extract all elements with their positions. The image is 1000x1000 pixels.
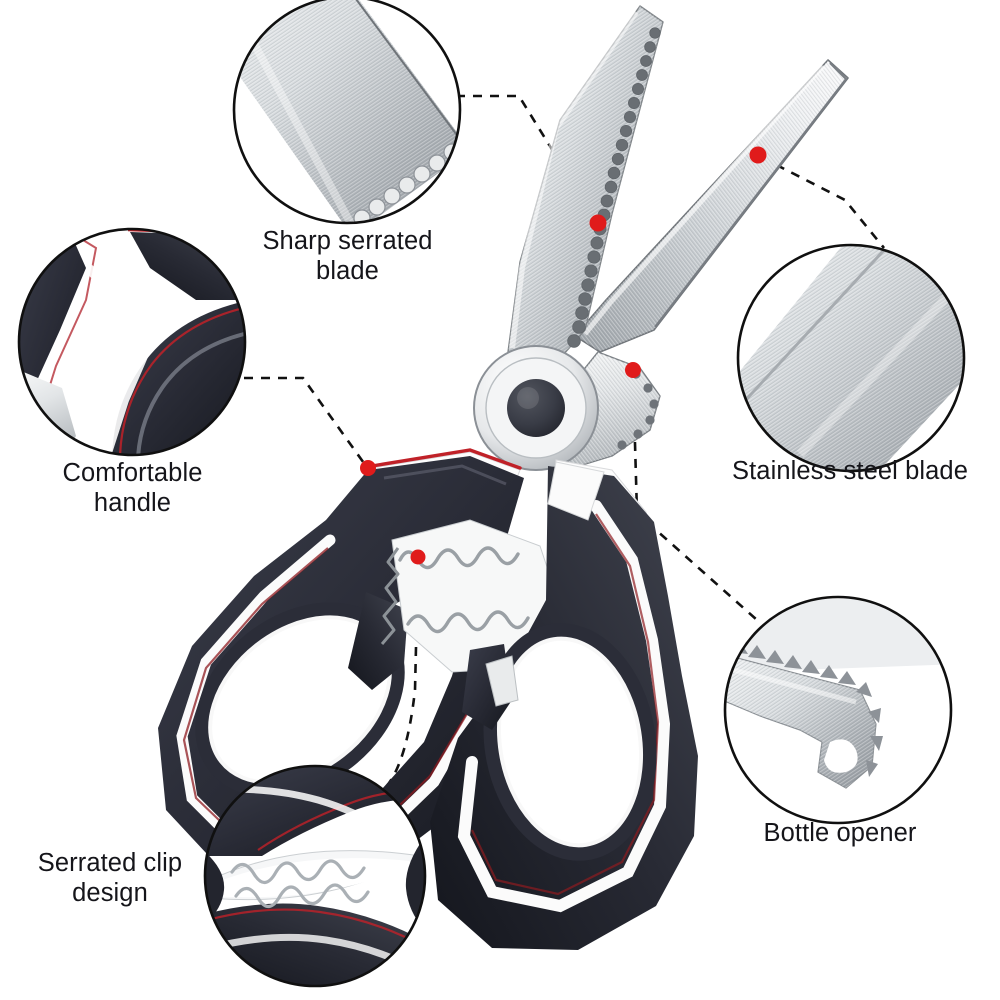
- marker-dot-comfortable-handle: [360, 460, 376, 476]
- marker-dot-bottle-opener: [625, 362, 641, 378]
- upper-plain-blade: [574, 59, 849, 353]
- marker-dot-serrated-clip-design: [410, 549, 426, 565]
- pivot-screw: [473, 345, 599, 471]
- marker-dot-stainless-steel-blade: [749, 146, 767, 164]
- callout-circle-sharp-serrated-blade: [232, 0, 462, 225]
- callout-circle-serrated-clip-design: [203, 764, 427, 988]
- callout-label-comfortable-handle: Comfortable handle: [62, 459, 203, 517]
- scissors-product: [158, 5, 849, 950]
- upper-serrated-blade: [507, 5, 664, 373]
- callout-label-sharp-serrated-blade: Sharp serrated blade: [262, 227, 433, 285]
- callout-circle-bottle-opener: [723, 595, 953, 825]
- marker-dot-sharp-serrated-blade: [589, 214, 607, 232]
- callout-label-serrated-clip-design: Serrated clip design: [37, 849, 183, 907]
- clip-steel-tab: [485, 655, 519, 707]
- callout-label-bottle-opener: Bottle opener: [763, 819, 917, 847]
- callout-label-stainless-steel-blade: Stainless steel blade: [732, 457, 968, 485]
- blade-serrations: [567, 27, 661, 348]
- right-handle: [430, 459, 698, 950]
- leader-comfortable-handle: [244, 376, 368, 467]
- marker-dots: [360, 146, 767, 565]
- callout-circle-stainless-steel-blade: [736, 243, 966, 473]
